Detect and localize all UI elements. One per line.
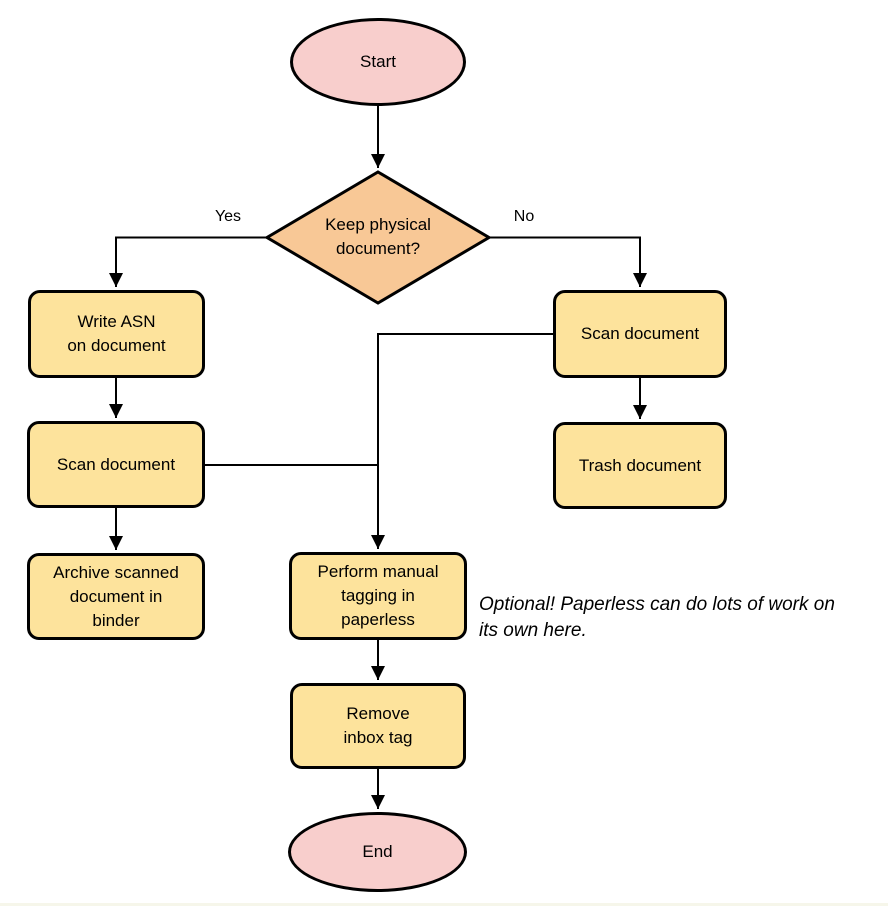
manual-tagging-line1: Perform manual [317,562,439,581]
decision-label-line1: Keep physical [325,215,431,234]
optional-annotation: Optional! Paperless can do lots of work … [479,592,888,644]
remove-inbox-node: Remove inbox tag [290,683,466,769]
scan-document-right-node: Scan document [553,290,727,378]
start-node: Start [290,18,466,106]
manual-tagging-line2: tagging in [341,586,415,605]
write-asn-node: Write ASN on document [28,290,205,378]
edge-label-no: No [494,208,554,226]
archive-line1: Archive scanned [53,562,179,582]
decision-diamond-shape [264,170,492,305]
page-bottom-edge [0,903,888,906]
decision-label: Keep physical document? [267,213,489,261]
archive-node: Archive scanned document in binder [27,553,205,640]
decision-label-line2: document? [335,239,421,258]
scan-document-left-label: Scan document [56,454,176,474]
optional-annotation-line2: its own here. [479,620,587,641]
scan-document-left-node: Scan document [27,421,205,508]
write-asn-line1: Write ASN [77,312,156,331]
optional-annotation-line1: Optional! Paperless can do lots of work … [479,594,835,615]
archive-line3: binder [92,610,140,630]
write-asn-line2: on document [67,336,166,355]
scan-document-right-label: Scan document [580,324,700,343]
start-label: Start [360,52,396,71]
trash-document-label: Trash document [578,455,702,475]
remove-inbox-line2: inbox tag [343,728,413,747]
edge-decision-yes-to-write-asn [109,236,267,287]
trash-document-node: Trash document [553,422,727,509]
end-node: End [288,812,467,892]
end-label: End [362,842,393,861]
manual-tagging-line3: paperless [341,610,415,629]
manual-tagging-node: Perform manual tagging in paperless [289,552,467,640]
remove-inbox-line1: Remove [346,704,410,723]
archive-line2: document in [69,586,163,606]
edge-decision-no-to-scan-right [489,236,647,287]
edge-scan-right-to-tagging [371,333,553,549]
edge-label-yes: Yes [198,208,258,226]
